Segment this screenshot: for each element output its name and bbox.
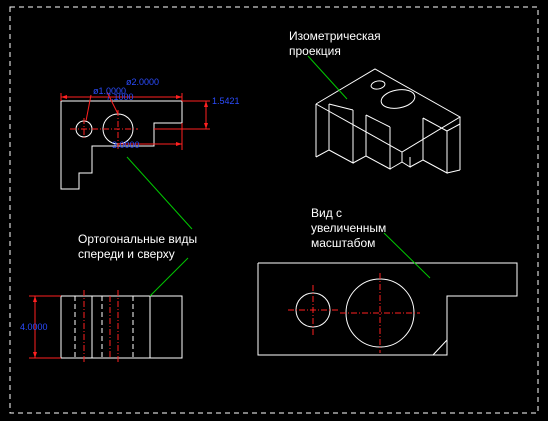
iso-edge — [365, 114, 391, 128]
iso-small-hole — [370, 80, 386, 90]
dim-vertical-text: 1.5421 — [212, 96, 240, 106]
dim-arrow — [176, 95, 182, 99]
scaled-label-line2: увеличенным — [311, 221, 387, 235]
dim-bottom-text: 3.0000 — [112, 140, 140, 150]
ortho-label-line1: Ортогональные виды — [78, 232, 198, 246]
leader-ortho — [126, 156, 193, 230]
dim-dia-small-text: ø1.0000 — [93, 86, 126, 96]
dia-small-leader — [85, 94, 92, 122]
dim-dia-large-text: ø2.0000 — [126, 77, 159, 87]
dim-arrow — [176, 142, 182, 146]
iso-edge — [401, 157, 411, 168]
scaled-view-outline — [257, 262, 518, 356]
top-view-outline — [60, 295, 183, 359]
isometric-view[interactable] — [315, 68, 461, 174]
top-view[interactable]: 4.0000 — [20, 290, 183, 364]
ortho-label-line2: спереди и сверху — [78, 247, 175, 261]
iso-top-face — [315, 68, 461, 153]
dim-arrow — [61, 95, 67, 99]
dim-arrow — [204, 123, 208, 129]
sheet-border — [9, 6, 539, 414]
iso-edge — [365, 127, 391, 170]
scaled-view-notch — [432, 339, 448, 356]
leader-ortho-lower — [149, 257, 189, 297]
iso-edge — [328, 103, 354, 111]
iso-edge — [409, 118, 424, 168]
iso-edge — [446, 123, 461, 132]
isometric-label-line2: проекция — [289, 44, 341, 58]
dia-large-leader — [106, 91, 119, 115]
iso-edge — [422, 117, 448, 132]
leader-isometric — [307, 55, 348, 100]
iso-edge — [315, 104, 330, 158]
dim-horizontal-text: 7.1000 — [106, 92, 134, 102]
isometric-label-line1: Изометрическая — [289, 29, 381, 43]
iso-large-hole — [380, 89, 416, 109]
dim-arrow — [33, 352, 37, 358]
scaled-label-line3: масштабом — [311, 236, 376, 250]
dim-arrow — [33, 296, 37, 302]
front-view-outline — [60, 100, 183, 190]
scaled-label-line1: Вид с — [311, 206, 343, 220]
leader-scaled — [383, 232, 431, 279]
front-view[interactable]: 7.1000 ø2.0000 ø1.0000 1.5421 3.0000 — [60, 77, 240, 190]
dim-arrow — [204, 101, 208, 107]
scaled-view[interactable] — [257, 262, 518, 356]
iso-edge — [446, 169, 461, 174]
iso-edge — [352, 115, 367, 164]
iso-edge — [389, 152, 403, 170]
dim-height-text: 4.0000 — [20, 322, 48, 332]
